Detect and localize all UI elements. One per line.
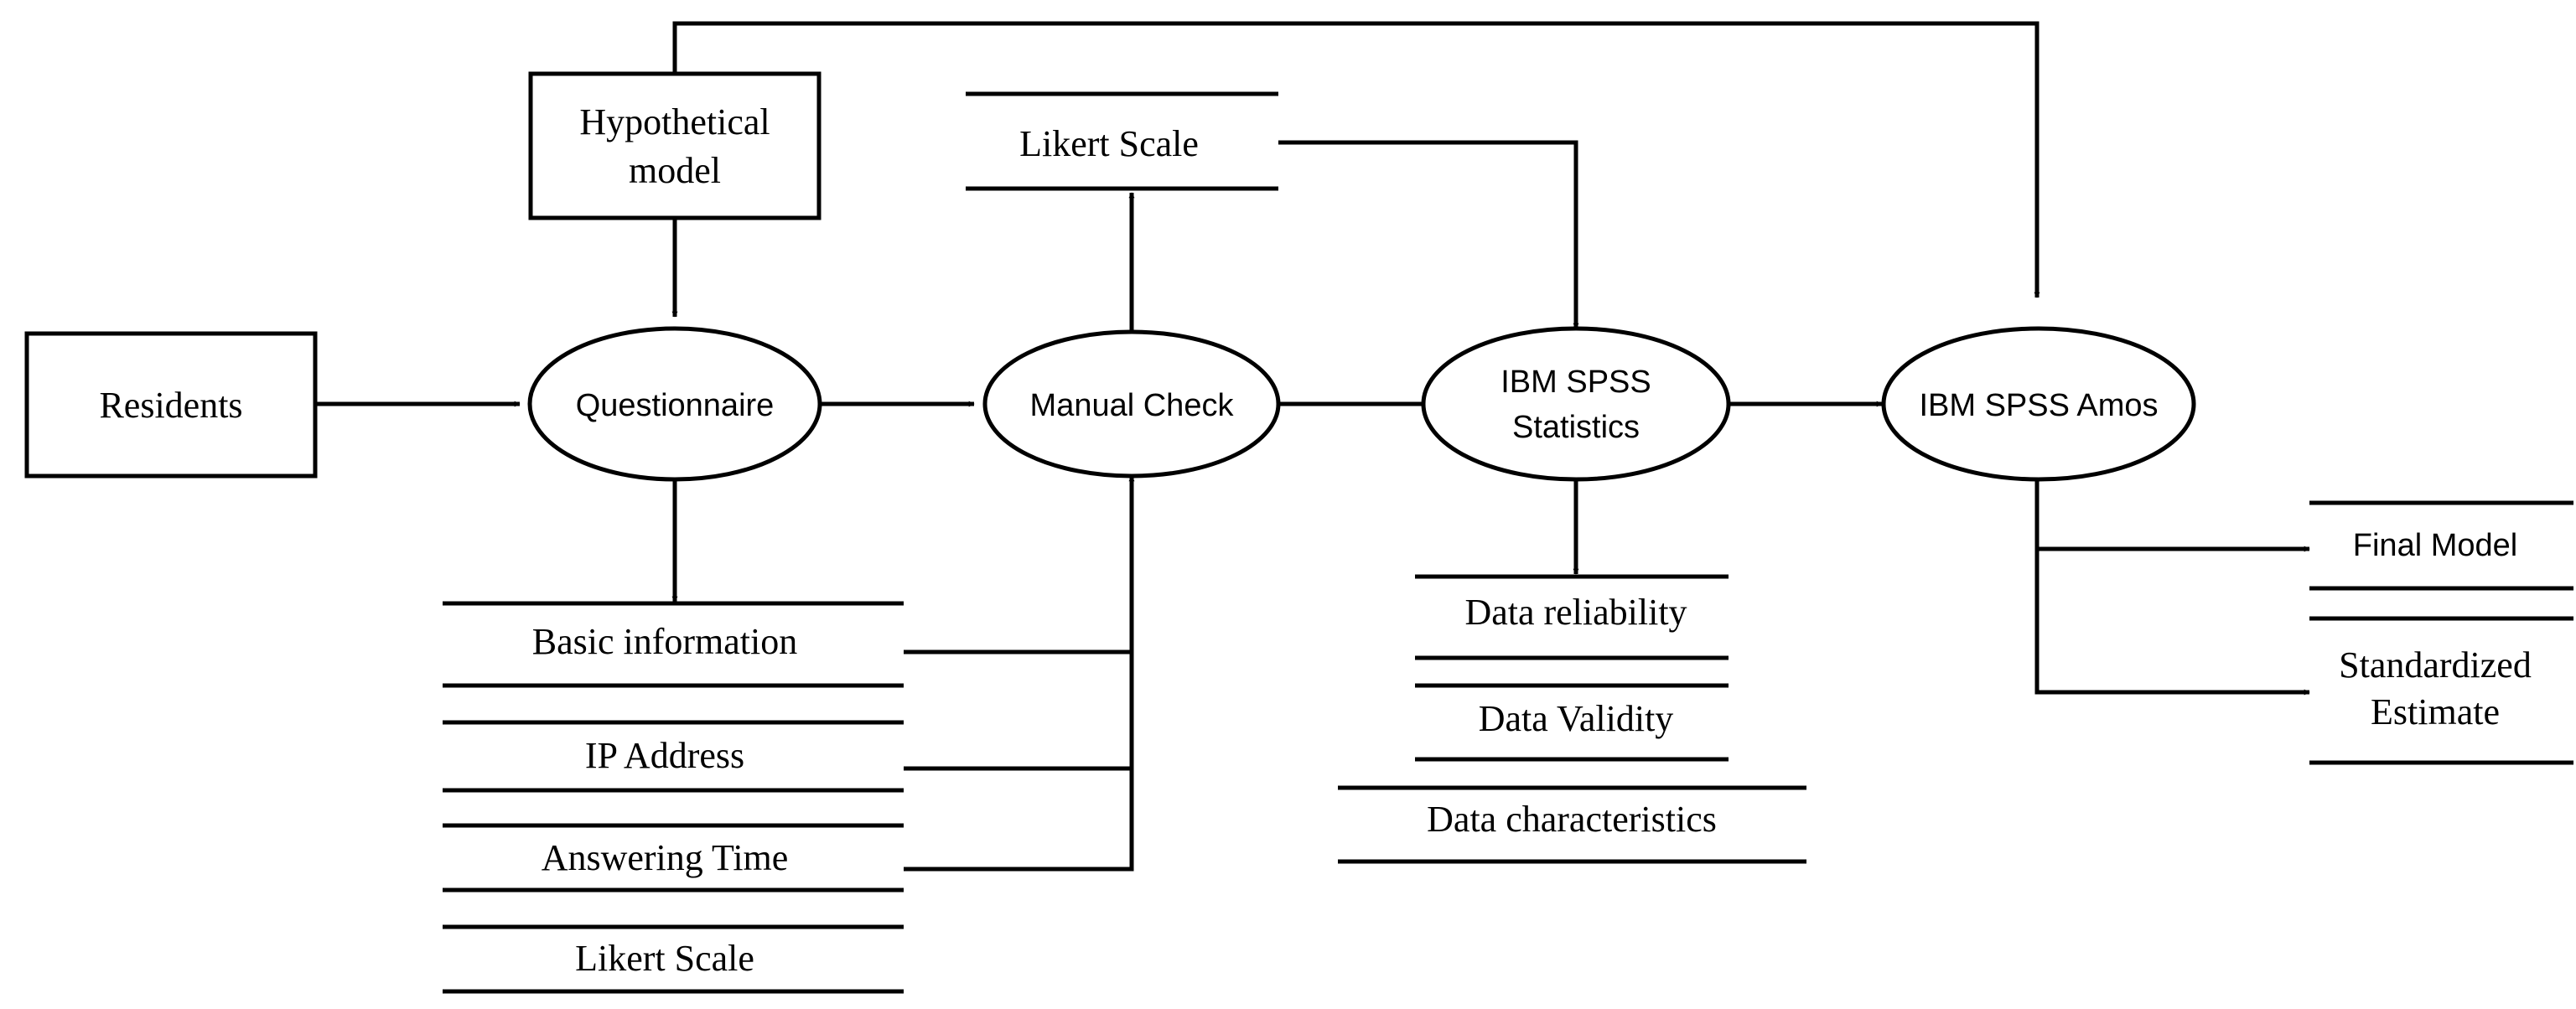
datastore-answering-time: Answering Time bbox=[443, 823, 904, 893]
residents-label: Residents bbox=[99, 385, 242, 426]
data-reliability-label: Data reliability bbox=[1464, 592, 1687, 633]
questionnaire-label: Questionnaire bbox=[576, 388, 775, 423]
hypothetical-model-label-line2: model bbox=[629, 150, 721, 191]
arrow-hypothetical-to-amos bbox=[672, 21, 2040, 298]
questionnaire-process: Questionnaire bbox=[527, 326, 822, 482]
residents-box: Residents bbox=[24, 331, 318, 479]
arrow-amos-to-final-model bbox=[2034, 479, 2310, 552]
spss-statistics-label-line2: Statistics bbox=[1512, 410, 1640, 445]
datastore-final-model: Final Model bbox=[2309, 500, 2573, 591]
spss-statistics-label-line1: IBM SPSS bbox=[1501, 365, 1651, 400]
datastore-ip-address: IP Address bbox=[443, 720, 904, 793]
arrow-stores-to-manual-check bbox=[904, 475, 1135, 872]
datastore-data-reliability: Data reliability bbox=[1415, 574, 1729, 660]
answering-time-label: Answering Time bbox=[542, 837, 789, 878]
datastore-likert-bottom: Likert Scale bbox=[443, 924, 904, 994]
data-characteristics-label: Data characteristics bbox=[1427, 799, 1717, 840]
connectors bbox=[317, 21, 2310, 872]
spss-amos-process: IBM SPSS Amos bbox=[1881, 326, 2196, 482]
final-model-label: Final Model bbox=[2353, 528, 2517, 563]
datastore-data-validity: Data Validity bbox=[1415, 683, 1729, 762]
hypothetical-model-label-line1: Hypothetical bbox=[579, 101, 770, 142]
datastore-basic-information: Basic information bbox=[443, 601, 904, 688]
standardized-estimate-label-line2: Estimate bbox=[2371, 691, 2500, 732]
manual-check-process: Manual Check bbox=[982, 329, 1281, 479]
arrow-amos-to-standardized-estimate bbox=[2034, 549, 2310, 696]
spss-statistics-process: IBM SPSS Statistics bbox=[1421, 326, 1731, 482]
ip-address-label: IP Address bbox=[585, 735, 744, 776]
arrow-likert-to-spss-statistics bbox=[1278, 140, 1579, 329]
datastore-standardized-estimate: Standardized Estimate bbox=[2309, 616, 2573, 765]
spss-amos-label: IBM SPSS Amos bbox=[1919, 388, 2158, 423]
manual-check-label: Manual Check bbox=[1030, 388, 1235, 423]
datastore-data-characteristics: Data characteristics bbox=[1338, 785, 1806, 864]
likert-bottom-label: Likert Scale bbox=[575, 938, 754, 979]
hypothetical-model-box: Hypothetical model bbox=[528, 71, 822, 220]
standardized-estimate-label-line1: Standardized bbox=[2339, 644, 2532, 686]
data-validity-label: Data Validity bbox=[1479, 698, 1674, 739]
likert-top-label: Likert Scale bbox=[1019, 123, 1199, 164]
basic-information-label: Basic information bbox=[532, 621, 798, 662]
datastore-likert-top: Likert Scale bbox=[966, 91, 1278, 191]
